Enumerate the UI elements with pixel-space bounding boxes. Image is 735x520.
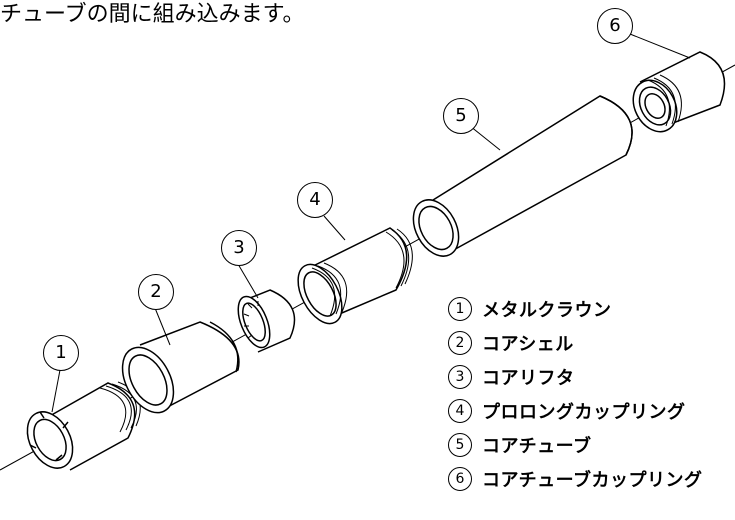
parts-legend: 1 メタルクラウン 2 コアシェル 3 コアリフタ 4 プロロングカップリング …: [448, 292, 735, 496]
leader-lines: [51, 33, 691, 413]
caption-text: チューブの間に組み込みます。: [0, 2, 305, 27]
core-shell-part: [121, 321, 240, 414]
leader-line-4: [323, 215, 346, 241]
legend-number: 1: [448, 297, 472, 321]
core-lifter-part: [237, 289, 296, 353]
prolong-coupling-part: [297, 227, 413, 325]
legend-item: 6 コアチューブカップリング: [448, 462, 735, 496]
legend-label: コアシェル: [482, 334, 574, 355]
leader-line-2: [154, 307, 171, 346]
legend-item: 1 メタルクラウン: [448, 292, 735, 326]
callout-5: 5: [443, 98, 479, 134]
legend-number: 3: [448, 365, 472, 389]
core-tube-part: [412, 95, 633, 257]
legend-number: 2: [448, 331, 472, 355]
legend-label: メタルクラウン: [482, 300, 612, 321]
legend-number: 6: [448, 467, 472, 491]
metal-crown-part: [26, 381, 141, 471]
leader-line-6: [629, 33, 691, 59]
legend-number: 5: [448, 433, 472, 457]
legend-label: コアチューブカップリング: [482, 470, 703, 491]
legend-label: コアリフタ: [482, 368, 575, 389]
legend-item: 3 コアリフタ: [448, 360, 735, 394]
core-tube-coupling-part: [632, 51, 726, 133]
callout-4: 4: [297, 182, 333, 218]
leader-line-5: [469, 125, 501, 151]
callout-2: 2: [138, 274, 174, 310]
callout-6: 6: [597, 8, 633, 44]
legend-item: 2 コアシェル: [448, 326, 735, 360]
leader-line-3: [237, 263, 259, 299]
callout-1: 1: [43, 335, 79, 371]
legend-number: 4: [448, 399, 472, 423]
callout-3: 3: [221, 230, 257, 266]
legend-item: 5 コアチューブ: [448, 428, 735, 462]
legend-label: コアチューブ: [482, 436, 592, 457]
leader-line-1: [51, 369, 61, 413]
legend-item: 4 プロロングカップリング: [448, 394, 735, 428]
legend-label: プロロングカップリング: [482, 402, 686, 423]
